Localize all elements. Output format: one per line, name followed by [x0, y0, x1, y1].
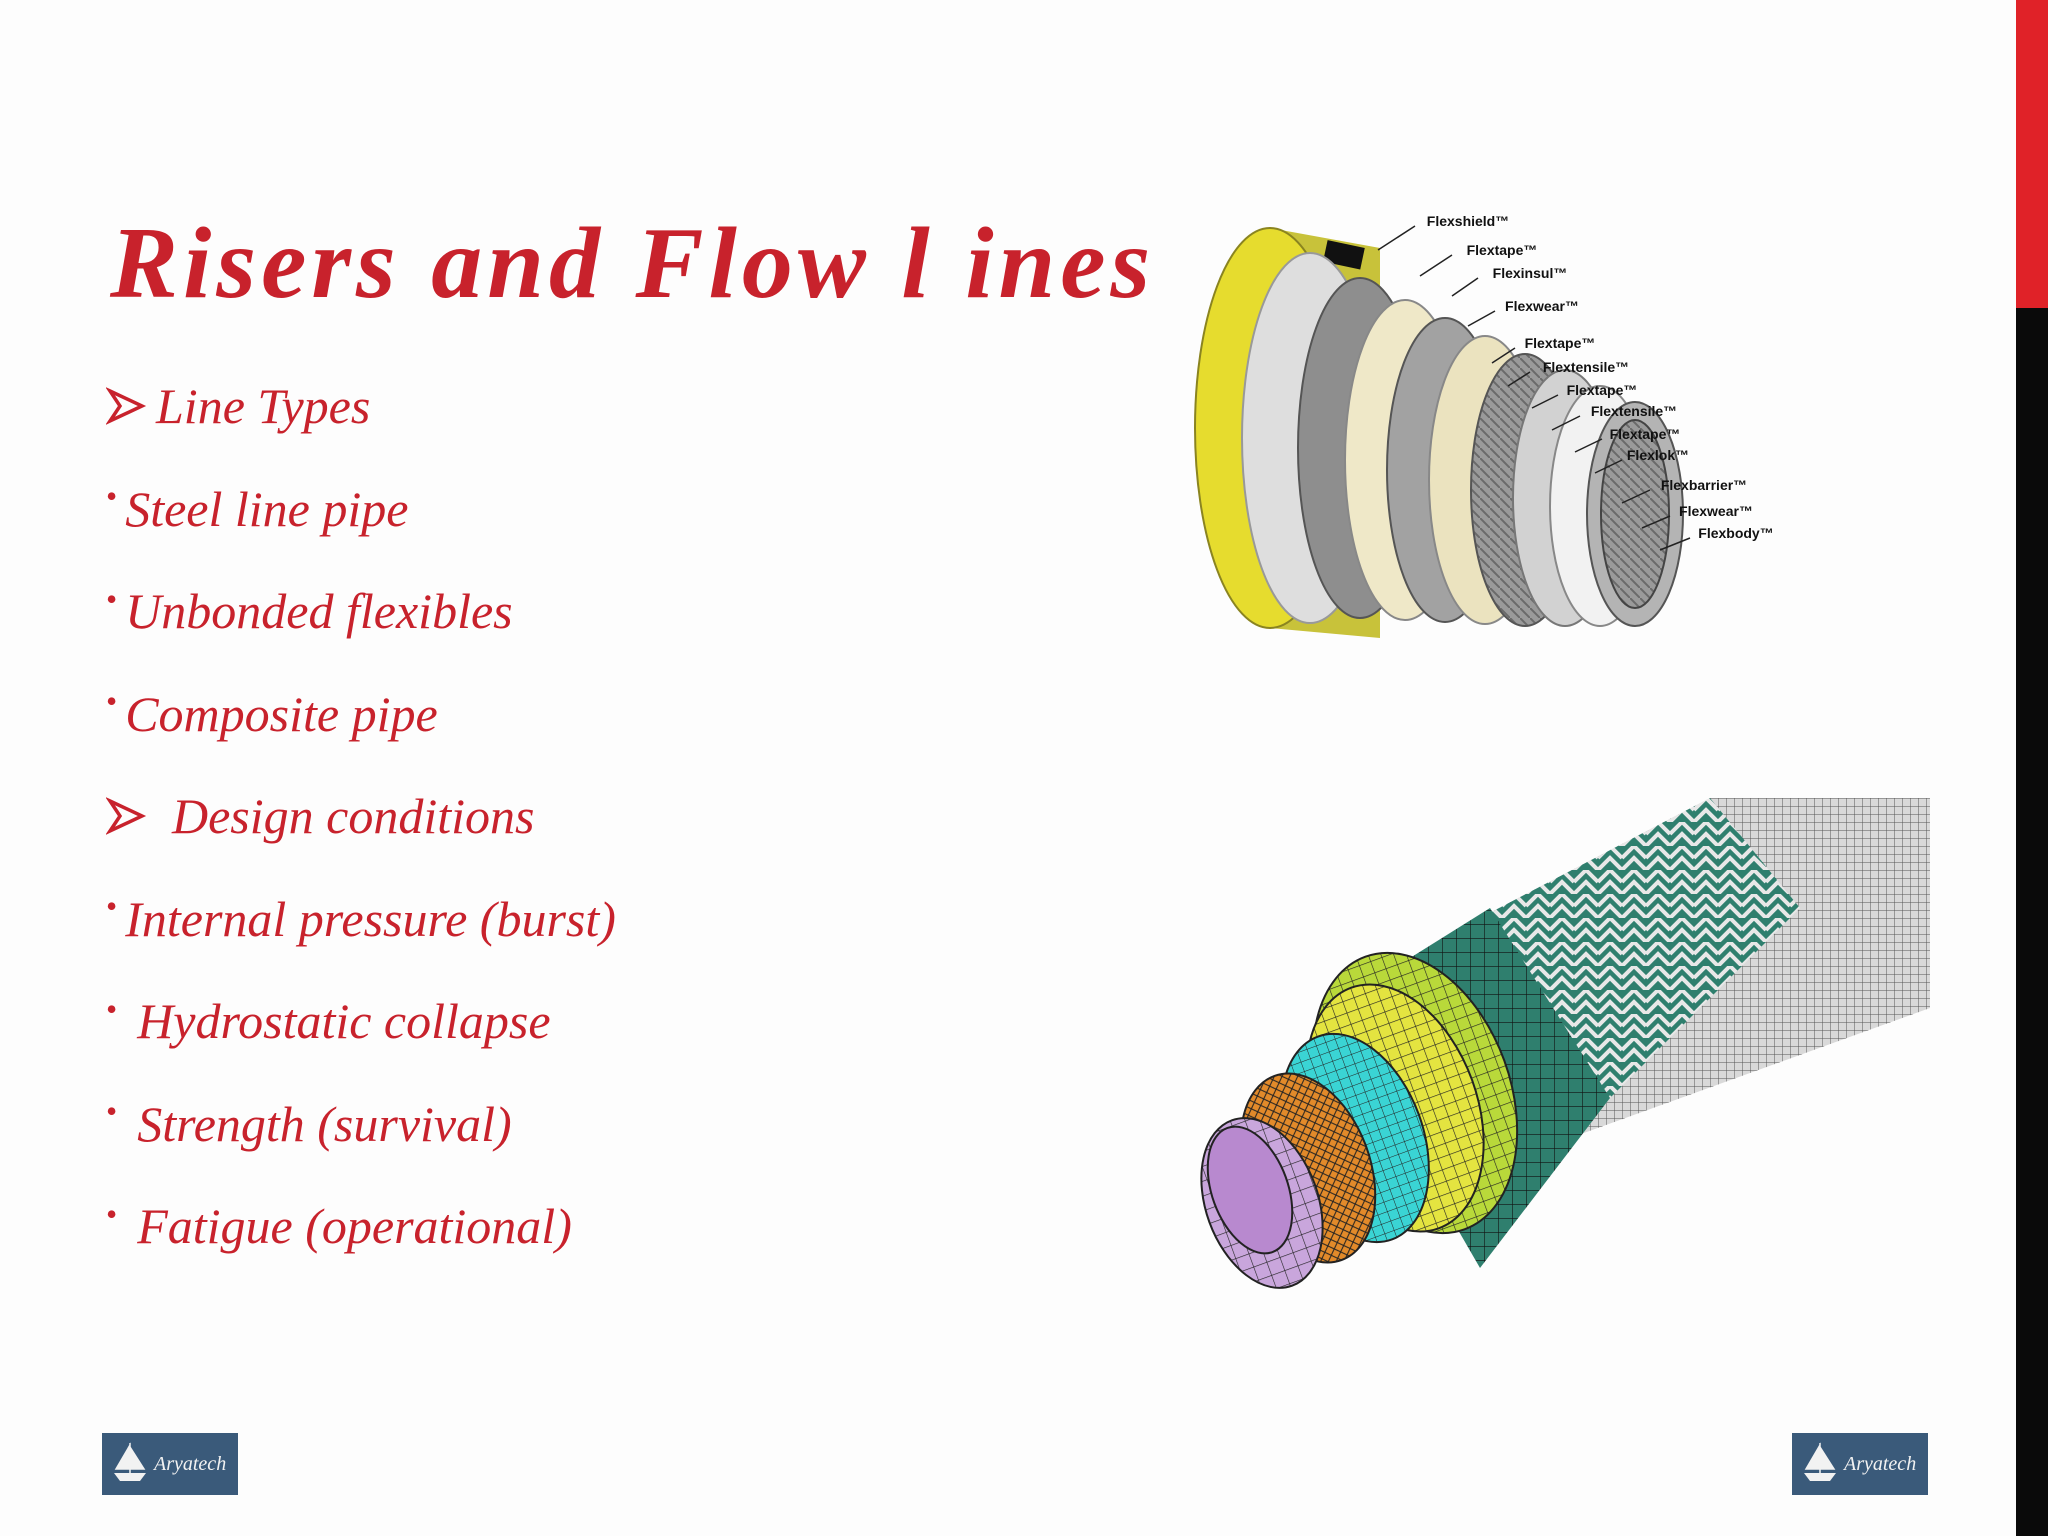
logo-text: Aryatech — [154, 1452, 227, 1475]
layer-label: Flextensile™ — [1591, 403, 1677, 419]
bullet-item: • Internal pressure (burst) — [106, 868, 1166, 971]
bullet-text: Line Types — [156, 378, 371, 435]
bullet-item: • Fatigue (operational) — [106, 1175, 1166, 1278]
sailing-ship-icon — [110, 1439, 150, 1490]
pipe-mesh-model-figure — [1190, 798, 1930, 1388]
bullet-item: Line Types — [106, 355, 1166, 458]
layer-label: Flexinsul™ — [1493, 265, 1568, 281]
layer-label: Flextape™ — [1525, 335, 1596, 351]
sailing-ship-icon — [1800, 1439, 1840, 1490]
layer-label: Flexshield™ — [1427, 213, 1509, 229]
bullet-item: • Unbonded flexibles — [106, 560, 1166, 663]
layer-label: Flexwear™ — [1505, 298, 1579, 314]
logo-text: Aryatech — [1844, 1452, 1917, 1475]
bullet-item: Design conditions — [106, 765, 1166, 868]
bullet-item: • Strength (survival) — [106, 1073, 1166, 1176]
layer-label: Flexbarrier™ — [1661, 477, 1747, 493]
edge-accent-red — [2016, 0, 2048, 308]
dot-bullet-icon: • — [106, 1093, 118, 1130]
layer-label: Flextape™ — [1467, 242, 1538, 258]
bullet-item: • Steel line pipe — [106, 458, 1166, 561]
layer-label: Flextape™ — [1567, 382, 1638, 398]
bullet-text: Design conditions — [172, 788, 535, 845]
arrow-bullet-icon — [106, 795, 148, 837]
arrow-bullet-icon — [106, 385, 148, 427]
layer-label: Flexwear™ — [1679, 503, 1753, 519]
bullet-list: Line Types • Steel line pipe • Unbonded … — [106, 355, 1166, 1278]
bullet-text: Composite pipe — [125, 685, 438, 742]
edge-accent-black — [2016, 308, 2048, 1536]
bullet-text: Unbonded flexibles — [125, 583, 513, 640]
dot-bullet-icon: • — [106, 683, 118, 720]
layer-label: Flextensile™ — [1543, 359, 1629, 375]
bullet-text: Fatigue (operational) — [137, 1198, 572, 1255]
bullet-text: Steel line pipe — [125, 480, 409, 537]
dot-bullet-icon: • — [106, 1195, 118, 1232]
bullet-text: Internal pressure (burst) — [125, 890, 616, 947]
bullet-item: • Composite pipe — [106, 663, 1166, 766]
bullet-text: Strength (survival) — [137, 1095, 512, 1152]
aryatech-logo-right: Aryatech — [1792, 1433, 1928, 1495]
layer-label: Flexlok™ — [1627, 447, 1689, 463]
aryatech-logo-left: Aryatech — [102, 1433, 238, 1495]
dot-bullet-icon: • — [106, 580, 118, 617]
slide-title: Risers and Flow l ines — [110, 207, 1156, 320]
dot-bullet-icon: • — [106, 888, 118, 925]
bullet-text: Hydrostatic collapse — [137, 993, 551, 1050]
flexible-pipe-layers-figure: Flexshield™ Flextape™ Flexinsul™ Flexwea… — [1190, 198, 1920, 768]
layer-label: Flextape™ — [1610, 426, 1681, 442]
layer-label: Flexbody™ — [1698, 525, 1773, 541]
bullet-item: • Hydrostatic collapse — [106, 970, 1166, 1073]
dot-bullet-icon: • — [106, 478, 118, 515]
dot-bullet-icon: • — [106, 990, 118, 1027]
